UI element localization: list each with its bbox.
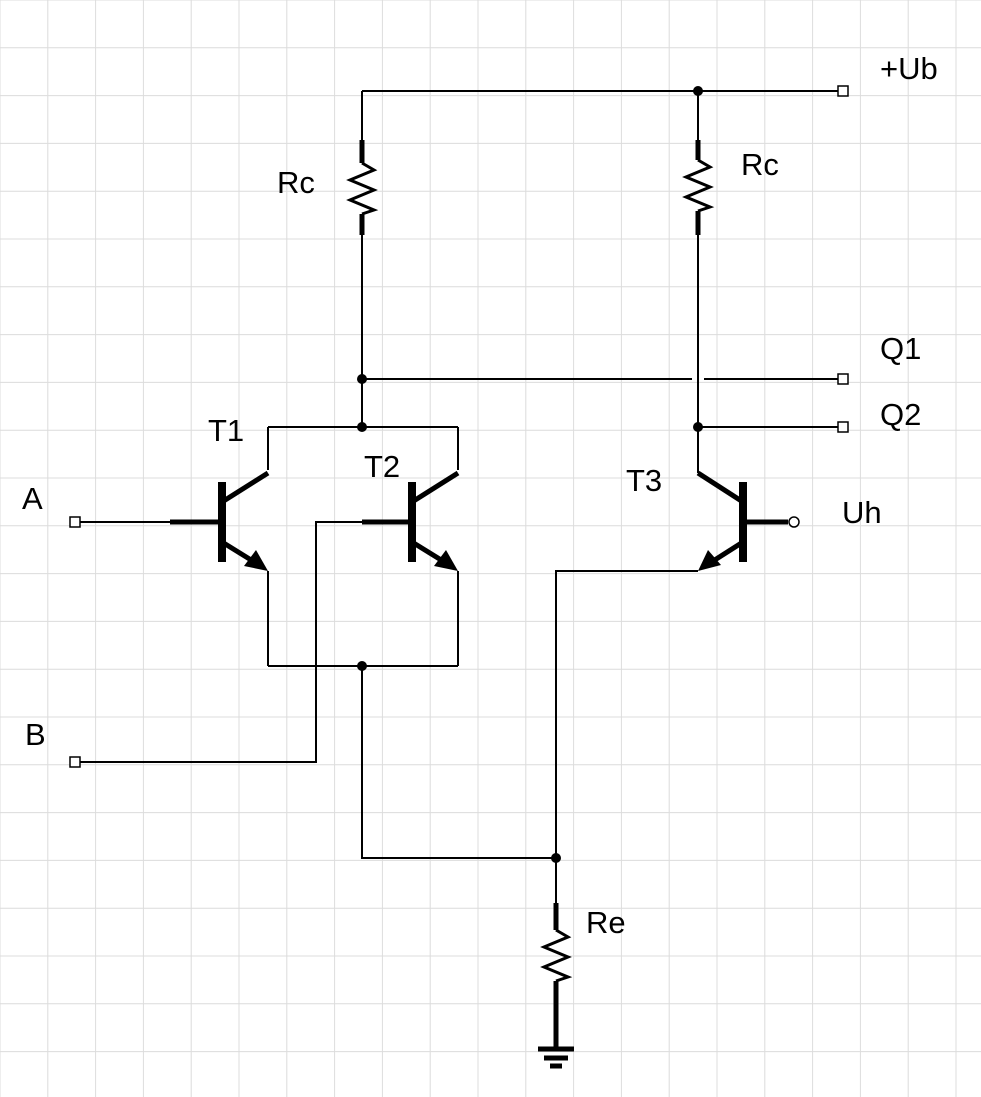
q1-terminal[interactable] [837,373,849,385]
ground-symbol [538,1046,574,1069]
label-t3: T3 [626,463,662,498]
label-rc-left: Rc [277,165,315,200]
input-a-terminal[interactable] [69,516,81,528]
label-input-a: A [22,481,43,516]
transistor-t3 [555,470,800,858]
resistor-rc-right [682,140,715,235]
transistor-t1 [170,470,270,666]
junction-dot [693,86,703,96]
input-b-terminal[interactable] [69,756,81,768]
label-q1: Q1 [880,331,921,366]
label-q2: Q2 [880,397,921,432]
label-uh: Uh [842,495,882,530]
label-t1: T1 [208,413,244,448]
label-rc-right: Rc [741,147,779,182]
label-t2: T2 [364,449,400,484]
supply-rail [361,85,849,140]
label-supply: +Ub [880,51,938,86]
transistor-t2 [362,470,460,666]
input-a-line [69,516,170,528]
supply-terminal[interactable] [837,85,849,97]
q2-terminal[interactable] [837,421,849,433]
uh-terminal[interactable] [788,516,800,528]
resistor-rc-left [346,140,379,235]
label-input-b: B [25,717,46,752]
resistor-re [540,858,573,1048]
emitter-node [268,661,561,863]
input-b-line [69,521,362,768]
collector-node-left [267,235,849,470]
label-re: Re [586,905,626,940]
collector-node-right [693,235,849,473]
